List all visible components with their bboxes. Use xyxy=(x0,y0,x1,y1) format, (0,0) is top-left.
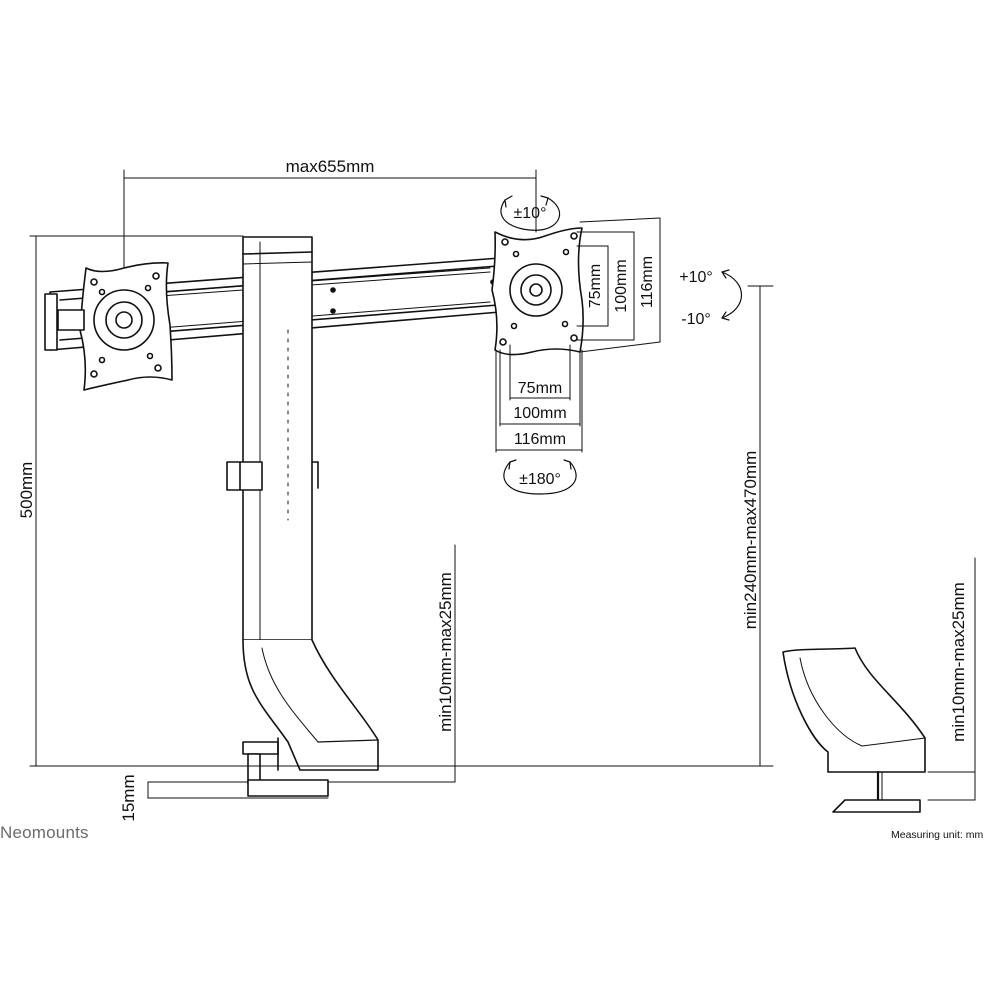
label-desk-range-main: min10mm-max25mm xyxy=(436,572,455,732)
label-vesa-h-116: 116mm xyxy=(514,431,566,448)
measuring-unit-note: Measuring unit: mm xyxy=(891,829,984,841)
label-max-width: max655mm xyxy=(286,157,375,176)
label-height-adjust: min240mm-max470mm xyxy=(741,451,760,630)
label-rotate: ±180° xyxy=(519,471,561,488)
vesa-plate-left xyxy=(57,262,173,391)
label-tilt-down: -10° xyxy=(681,311,711,328)
vesa-plate-right xyxy=(491,227,584,356)
label-vesa-v-116: 116mm xyxy=(639,256,656,308)
label-vesa-h-100: 100mm xyxy=(513,405,566,422)
brand-logo: Neomounts xyxy=(0,823,89,842)
label-height: 500mm xyxy=(17,462,36,519)
label-vesa-v-75: 75mm xyxy=(587,264,604,308)
label-swivel: ±10° xyxy=(514,205,547,222)
dimension-lines xyxy=(29,169,976,801)
label-desk-range-detail: min10mm-max25mm xyxy=(949,582,968,742)
dimension-labels: max655mm 500mm 15mm min10mm-max25mm min2… xyxy=(17,157,968,822)
label-tilt-up: +10° xyxy=(679,269,713,286)
label-vesa-v-100: 100mm xyxy=(613,259,630,312)
rotation-arrows xyxy=(500,195,743,495)
base-main xyxy=(242,639,379,797)
label-clamp-thickness: 15mm xyxy=(119,774,138,821)
label-vesa-h-75: 75mm xyxy=(518,380,562,397)
base-detail xyxy=(782,647,926,813)
